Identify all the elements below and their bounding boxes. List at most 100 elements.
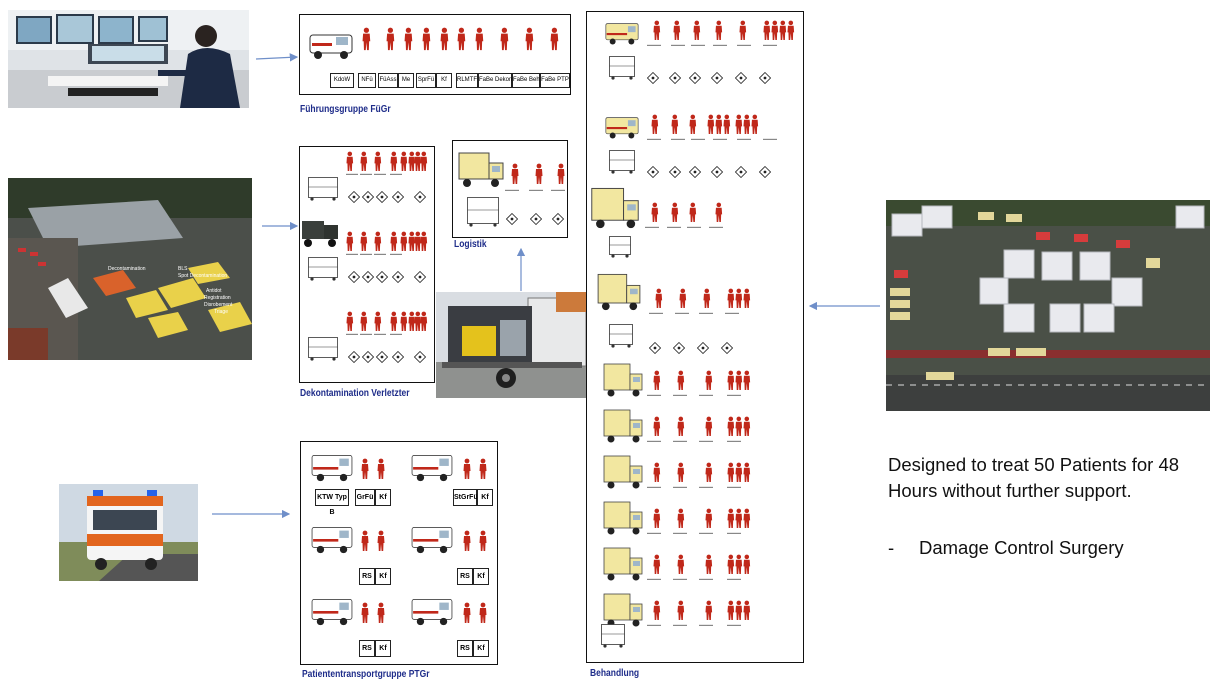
arrow-control-room-to-fuegr: [255, 53, 299, 62]
tiny-label-mark: [360, 253, 372, 255]
tiny-label-mark: [727, 440, 741, 442]
vehicle-icon: [411, 599, 453, 626]
responder-figure-icon: [723, 114, 731, 134]
responder-figure-icon: [377, 602, 385, 623]
responder-figure-icon: [705, 554, 713, 574]
tiny-label-mark: [699, 624, 713, 626]
tiny-label-mark: [673, 486, 687, 488]
tiny-label-mark: [647, 138, 661, 140]
rank-diamond-icon: [414, 191, 426, 203]
rank-diamond-icon: [530, 213, 542, 225]
decon-label-registration: Registration: [204, 295, 231, 301]
responder-figure-icon: [374, 231, 382, 251]
bullet-dash: -: [888, 537, 895, 558]
responder-figure-icon: [655, 288, 663, 308]
responder-figure-icon: [414, 231, 422, 251]
responder-figure-icon: [677, 370, 685, 390]
responder-figure-icon: [677, 416, 685, 436]
responder-figure-icon: [743, 554, 751, 574]
box-truck-icon: [603, 501, 643, 535]
responder-figure-icon: [743, 370, 751, 390]
fuegr-label-7: FaBe Dekon-V: [478, 73, 518, 88]
rank-diamond-icon: [506, 213, 518, 225]
responder-figure-icon: [705, 600, 713, 620]
vehicle-icon: [605, 23, 639, 45]
responder-figure-icon: [743, 288, 751, 308]
responder-figure-icon: [743, 508, 751, 528]
responder-figure-icon: [653, 508, 661, 528]
rank-diamond-icon: [362, 271, 374, 283]
responder-figure-icon: [653, 370, 661, 390]
rank-diamond-icon: [735, 166, 747, 178]
fuegr-caption: Führungsgruppe FüGr: [300, 104, 391, 115]
rank-diamond-icon: [669, 166, 681, 178]
rank-diamond-icon: [689, 72, 701, 84]
responder-figure-icon: [360, 151, 368, 171]
decon-label-antidot: Antidot: [206, 288, 222, 294]
ptgr-label-kf-2: Kf: [473, 640, 489, 657]
equipment-cart-icon: [308, 257, 338, 281]
rank-diamond-icon: [689, 166, 701, 178]
ptgr-label-kf: Kf: [375, 640, 391, 657]
responder-figure-icon: [727, 554, 735, 574]
tiny-label-mark: [346, 333, 358, 335]
responder-figure-icon: [390, 151, 398, 171]
box-truck-icon: [603, 593, 643, 627]
tiny-label-mark: [699, 394, 713, 396]
responder-figure-icon: [361, 602, 369, 623]
tiny-label-mark: [649, 312, 663, 314]
responder-figure-icon: [735, 288, 743, 308]
responder-figure-icon: [525, 27, 534, 51]
panel-dekontamination: [299, 146, 435, 383]
responder-figure-icon: [414, 311, 422, 331]
responder-figure-icon: [653, 600, 661, 620]
tiny-label-mark: [727, 532, 741, 534]
tiny-label-mark: [737, 138, 751, 140]
responder-figure-icon: [360, 311, 368, 331]
rank-diamond-icon: [673, 342, 685, 354]
responder-figure-icon: [735, 462, 743, 482]
responder-figure-icon: [743, 600, 751, 620]
tiny-label-mark: [374, 173, 386, 175]
fuegr-label-2: FüAss: [378, 73, 398, 88]
responder-figure-icon: [374, 151, 382, 171]
rank-diamond-icon: [721, 342, 733, 354]
tiny-label-mark: [360, 333, 372, 335]
tiny-label-mark: [727, 486, 741, 488]
tiny-label-mark: [374, 253, 386, 255]
tiny-label-mark: [763, 44, 777, 46]
rank-diamond-icon: [735, 72, 747, 84]
responder-figure-icon: [671, 202, 679, 222]
vehicle-icon: [311, 599, 353, 626]
responder-figure-icon: [346, 151, 354, 171]
ptgr-label-rs-2: RS: [457, 568, 473, 585]
responder-figure-icon: [671, 114, 679, 134]
tiny-label-mark: [699, 440, 713, 442]
ptgr-label-rs: RS: [359, 568, 375, 585]
tiny-label-mark: [673, 532, 687, 534]
responder-figure-icon: [463, 458, 471, 479]
responder-figure-icon: [653, 416, 661, 436]
responder-figure-icon: [727, 462, 735, 482]
tiny-label-mark: [673, 578, 687, 580]
responder-figure-icon: [408, 311, 416, 331]
tiny-label-mark: [647, 394, 661, 396]
responder-figure-icon: [715, 114, 723, 134]
decon-label-bls: BLS: [178, 266, 188, 272]
rank-diamond-icon: [376, 191, 388, 203]
responder-figure-icon: [414, 151, 422, 171]
box-truck-icon: [603, 409, 643, 443]
equipment-cart-icon: [601, 624, 625, 648]
responder-figure-icon: [715, 202, 723, 222]
responder-figure-icon: [346, 231, 354, 251]
rank-diamond-icon: [392, 271, 404, 283]
tiny-label-mark: [727, 394, 741, 396]
tiny-label-mark: [709, 226, 723, 228]
rank-diamond-icon: [647, 166, 659, 178]
fuegr-label-3: Me: [398, 73, 414, 88]
tiny-label-mark: [551, 189, 565, 191]
responder-figure-icon: [420, 311, 428, 331]
fuegr-label-0: KdoW: [330, 73, 354, 88]
